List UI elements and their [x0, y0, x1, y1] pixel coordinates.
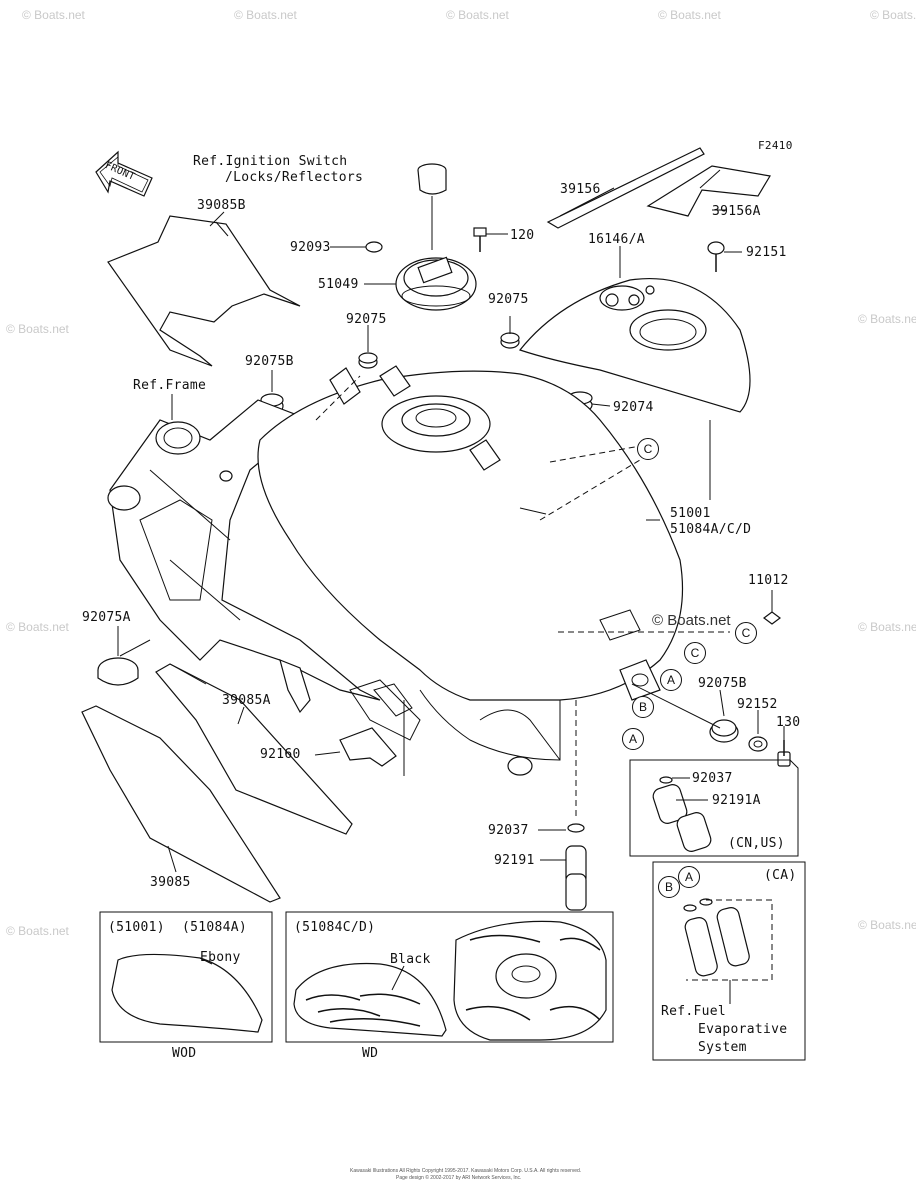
inset-wod-header-left: (51001)	[108, 920, 165, 935]
watermark: © Boats.net	[870, 8, 916, 22]
part-39156-shape	[546, 147, 705, 229]
meter-cover-shape	[518, 278, 751, 413]
footer-copyright: Kawasaki Illustrations All Rights Copyri…	[350, 1168, 582, 1174]
label-92075b-top: 92075B	[245, 354, 294, 369]
label-92152: 92152	[737, 697, 778, 712]
label-51084: 51084A/C/D	[670, 522, 752, 537]
inset-wod-shape	[99, 911, 273, 1043]
leader-lines	[117, 187, 785, 991]
frame-shape	[107, 399, 421, 741]
callout-b: B	[632, 696, 654, 718]
label-51049: 51049	[318, 277, 359, 292]
fuel-cap-51049-shape	[395, 256, 477, 311]
callout-c: C	[735, 622, 757, 644]
label-39085b: 39085B	[197, 198, 246, 213]
part-39085b-shape	[107, 215, 301, 367]
ref-fuel-line2: Evaporative	[698, 1022, 788, 1037]
label-39156a: 39156A	[712, 204, 761, 219]
ref-ignition-line1: Ref.Ignition Switch	[193, 154, 348, 169]
cn-us-box-shape	[629, 759, 799, 857]
ignition-plug-shape	[417, 163, 447, 250]
label-92075b-bottom: 92075B	[698, 676, 747, 691]
grommet-92075b-bottom-shape	[709, 719, 739, 743]
watermark: © Boats.net	[22, 8, 85, 22]
callout-a: A	[678, 866, 700, 888]
label-92075-left: 92075	[346, 312, 387, 327]
grommet-92093-shape	[365, 241, 383, 253]
clip-11012-shape	[763, 611, 781, 625]
watermark-main: © Boats.net	[652, 612, 731, 629]
screw-92151-shape	[707, 241, 725, 272]
callout-a: A	[660, 669, 682, 691]
watermark: © Boats.net	[858, 312, 916, 326]
part-39156a-shape	[646, 165, 771, 217]
inset-wd-color: Black	[390, 952, 431, 967]
ref-fuel-line1: Ref.Fuel	[661, 1004, 727, 1019]
bracket-92160-shape	[339, 683, 413, 767]
inset-wod-color: Ebony	[200, 950, 241, 965]
watermark: © Boats.net	[6, 924, 69, 938]
ref-frame: Ref.Frame	[133, 378, 207, 393]
watermark: © Boats.net	[858, 620, 916, 634]
label-120: 120	[510, 228, 535, 243]
inset-wd-header: (51084C/D)	[294, 920, 376, 935]
label-39156: 39156	[560, 182, 601, 197]
ref-fuel-line3: System	[698, 1040, 747, 1055]
label-39085a: 39085A	[222, 693, 271, 708]
label-92037-bottom: 92037	[488, 823, 529, 838]
hose-92191-shape	[565, 700, 587, 911]
callout-c: C	[637, 438, 659, 460]
part-39085-shape	[81, 705, 281, 903]
collar-92152-shape	[748, 736, 768, 752]
label-92037-right: 92037	[692, 771, 733, 786]
label-cn-us: (CN,US)	[728, 836, 785, 851]
inset-wd-shape	[285, 911, 614, 1043]
grommet-92075a-shape	[97, 657, 139, 686]
label-92074: 92074	[613, 400, 654, 415]
inset-wod-footer: WOD	[172, 1046, 197, 1061]
fuel-tank-shape	[257, 365, 684, 776]
grommet-92075-left-shape	[358, 352, 378, 369]
inset-wod-header-right: (51084A)	[182, 920, 248, 935]
label-11012: 11012	[748, 573, 789, 588]
label-ca: (CA)	[764, 868, 797, 883]
label-92160: 92160	[260, 747, 301, 762]
callout-a: A	[622, 728, 644, 750]
label-92191: 92191	[494, 853, 535, 868]
watermark: © Boats.net	[234, 8, 297, 22]
ca-box-shape	[652, 861, 806, 1061]
bolt-130-shape	[777, 740, 791, 767]
front-arrow-icon	[95, 150, 153, 197]
label-92191a: 92191A	[712, 793, 761, 808]
label-92075-right: 92075	[488, 292, 529, 307]
callout-b: B	[658, 876, 680, 898]
watermark: © Boats.net	[858, 918, 916, 932]
label-92151: 92151	[746, 245, 787, 260]
label-51001: 51001	[670, 506, 711, 521]
inset-wd-footer: WD	[362, 1046, 379, 1061]
watermark: © Boats.net	[6, 620, 69, 634]
watermark: © Boats.net	[658, 8, 721, 22]
label-92075a: 92075A	[82, 610, 131, 625]
label-39085: 39085	[150, 875, 191, 890]
footer-design: Page design © 2002-2017 by ARI Network S…	[396, 1175, 522, 1181]
watermark: © Boats.net	[446, 8, 509, 22]
watermark: © Boats.net	[6, 322, 69, 336]
ref-ignition-line2: /Locks/Reflectors	[225, 170, 364, 185]
bolt-120-shape	[473, 227, 487, 252]
grommet-92075-right-shape	[500, 332, 520, 349]
callout-c: C	[684, 642, 706, 664]
label-130: 130	[776, 715, 801, 730]
label-92093: 92093	[290, 240, 331, 255]
figure-code: F2410	[758, 139, 793, 152]
label-16146: 16146/A	[588, 232, 645, 247]
